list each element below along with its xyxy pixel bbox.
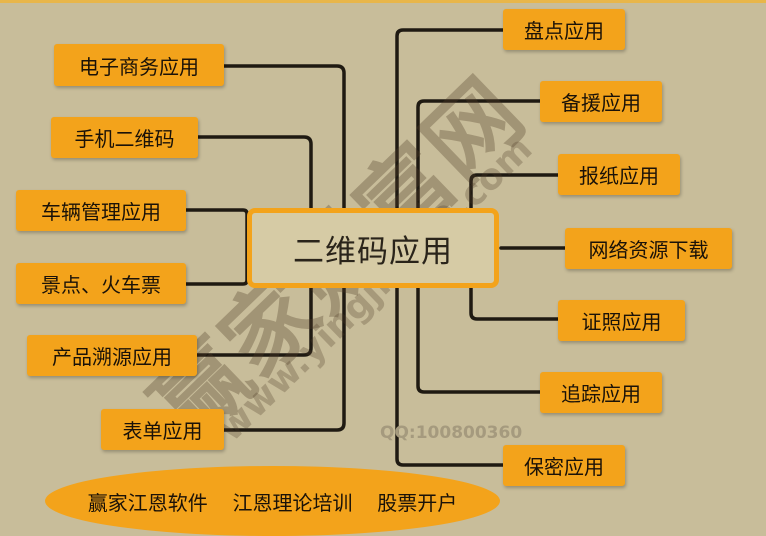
node-tickets: 景点、火车票: [16, 263, 186, 304]
footer-banner: 赢家江恩软件 江恩理论培训 股票开户: [45, 466, 500, 536]
node-ecommerce: 电子商务应用: [54, 44, 224, 86]
node-traceability: 产品溯源应用: [27, 335, 197, 376]
node-mobile-qr: 手机二维码: [51, 117, 198, 158]
top-border: [0, 0, 766, 3]
node-certificate: 证照应用: [558, 300, 685, 341]
node-backup: 备援应用: [540, 81, 662, 122]
node-tracking: 追踪应用: [540, 372, 662, 413]
node-form: 表单应用: [101, 409, 224, 450]
node-network-download: 网络资源下载: [565, 228, 732, 269]
watermark-qq: QQ:100800360: [380, 423, 523, 443]
center-node: 二维码应用: [247, 208, 499, 288]
node-newspaper: 报纸应用: [558, 154, 680, 195]
node-security: 保密应用: [503, 445, 625, 486]
node-vehicle: 车辆管理应用: [16, 190, 186, 231]
node-inventory: 盘点应用: [503, 9, 625, 50]
